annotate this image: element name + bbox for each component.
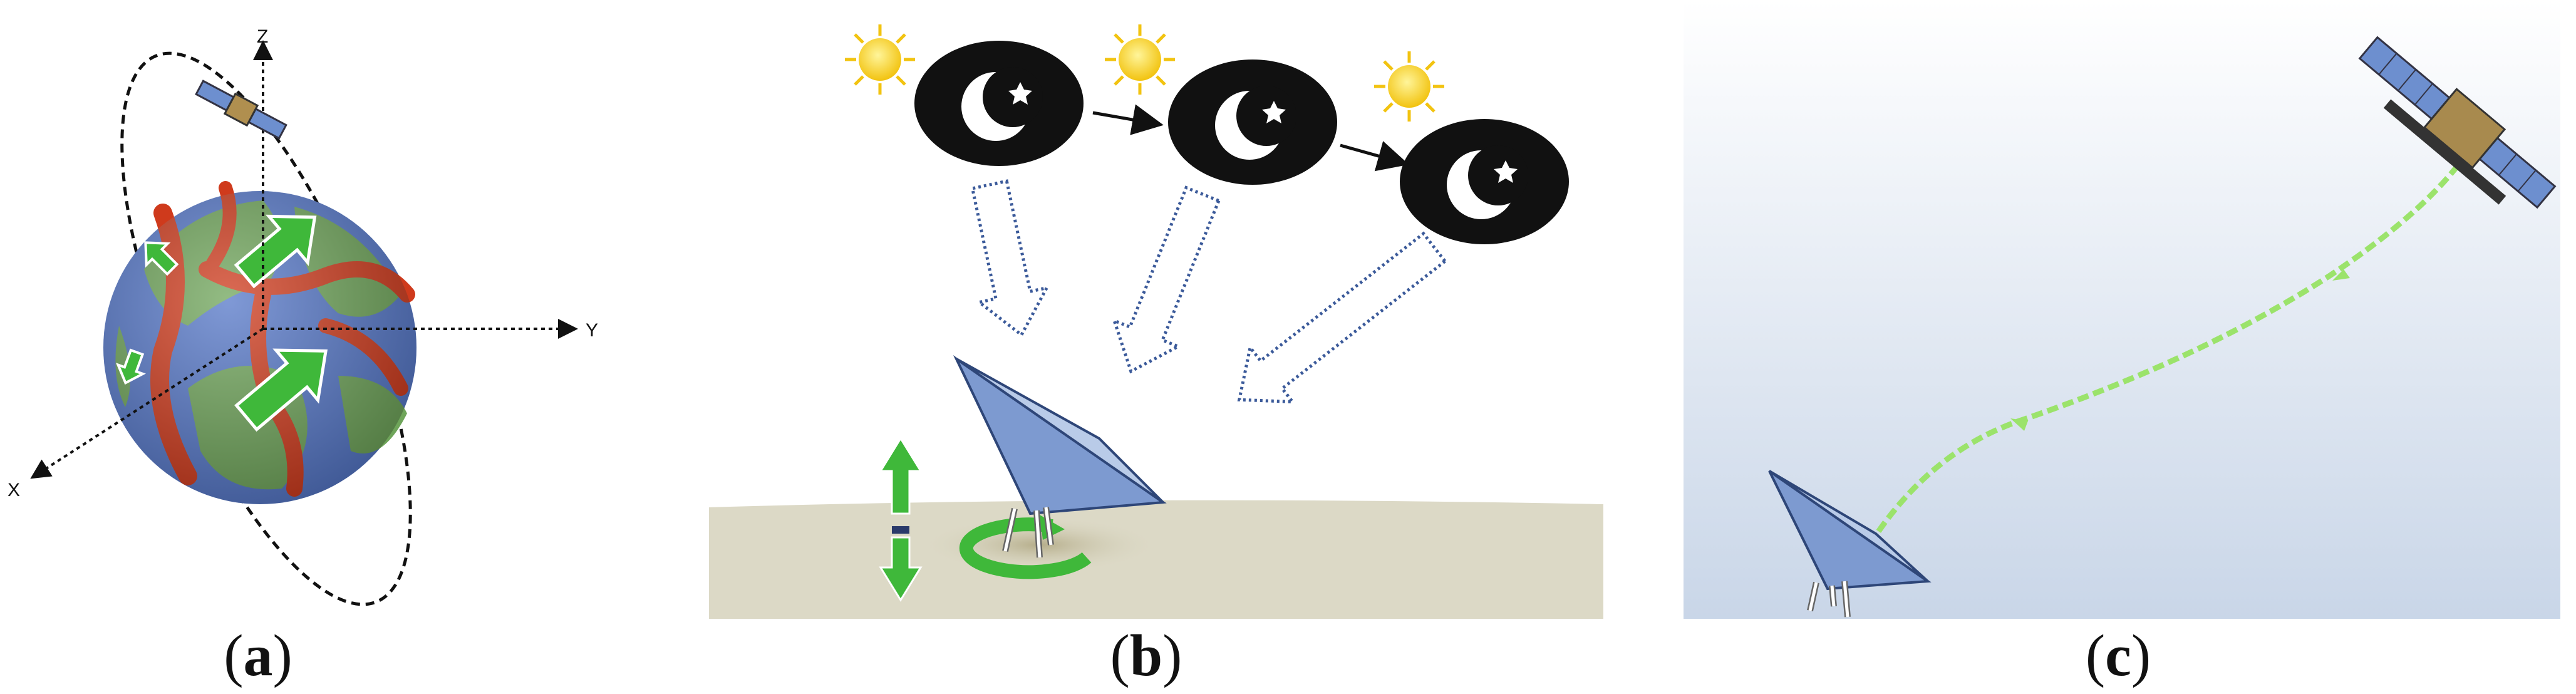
signal-path bbox=[1867, 155, 2467, 547]
axis-y-label: Y bbox=[586, 320, 598, 341]
panel-b: (b) bbox=[709, 24, 1603, 688]
sun-icon bbox=[1374, 51, 1444, 122]
panel-caption: (a) bbox=[224, 623, 292, 688]
corner-reflector-icon bbox=[953, 355, 1167, 558]
satellite-icon bbox=[195, 80, 287, 140]
plate-motion-arrow bbox=[115, 348, 146, 385]
satellite-icon bbox=[2358, 36, 2557, 209]
ground-surface bbox=[709, 500, 1603, 619]
moon-star-icon bbox=[1168, 60, 1337, 185]
radar-beam-arrow bbox=[1112, 185, 1221, 374]
plate-motion-arrow bbox=[234, 348, 328, 432]
plate-motion-arrow bbox=[144, 241, 179, 276]
sun-icon bbox=[845, 24, 915, 95]
axis-x-line bbox=[30, 328, 264, 479]
panel-a: Z Y X (a) bbox=[8, 26, 598, 688]
sequence-arrow bbox=[1340, 141, 1409, 172]
radar-beam-arrow bbox=[1237, 231, 1447, 404]
panel-c: (c) bbox=[1684, 0, 2560, 688]
sun-icon bbox=[1105, 24, 1175, 95]
axis-z-label: Z bbox=[257, 26, 268, 47]
panel-caption: (b) bbox=[1110, 623, 1182, 688]
moon-star-icon bbox=[914, 41, 1084, 166]
sequence-arrow bbox=[1092, 104, 1164, 135]
moon-star-icon bbox=[1400, 119, 1569, 244]
axis-x-label: X bbox=[8, 480, 20, 500]
plate-motion-arrow bbox=[234, 214, 317, 289]
radar-beam-arrow bbox=[970, 179, 1050, 338]
vertical-arrow-icon bbox=[879, 437, 923, 602]
corner-reflector-icon bbox=[1768, 470, 1932, 618]
earth-globe-icon bbox=[103, 181, 416, 504]
panel-caption: (c) bbox=[2086, 623, 2151, 688]
